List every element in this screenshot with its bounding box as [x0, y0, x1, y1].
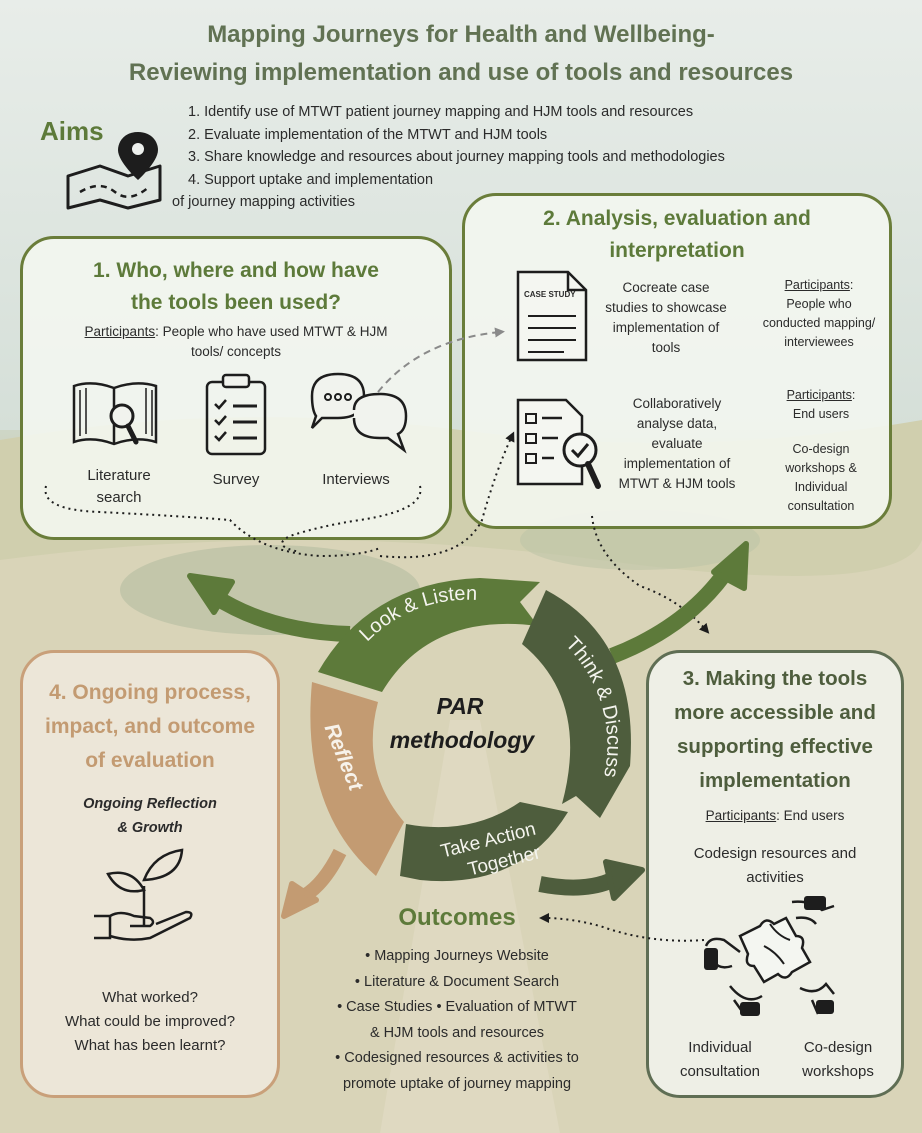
clipboard-checklist-icon — [205, 373, 267, 456]
box2-row2-extra: Co-design — [792, 442, 850, 456]
box2-row2-line: implementation of — [623, 456, 731, 471]
box2-row2-extra: Individual — [794, 480, 848, 494]
box2-heading-line2: interpretation — [609, 239, 745, 262]
box1-participants-text2: tools/ concepts — [190, 344, 282, 359]
box4-question: What could be improved? — [64, 1013, 236, 1030]
box2-row2-line: Collaboratively — [632, 396, 722, 411]
box3-heading-line: 3. Making the tools — [682, 667, 868, 690]
box2-row2-participants-label: Participants — [786, 388, 852, 402]
box2-heading-line1: 2. Analysis, evaluation and — [543, 207, 811, 230]
book-magnifier-icon — [72, 382, 158, 446]
outcome-item: promote uptake of journey mapping — [342, 1075, 572, 1092]
box2-row2-line: analyse data, — [636, 416, 718, 431]
outcome-item: • Codesigned resources & activities to — [335, 1050, 579, 1066]
aims-heading: Aims — [40, 116, 104, 146]
box1-heading-line2: the tools been used? — [130, 291, 342, 314]
box1-heading-line1: 1. Who, where and how have — [93, 259, 379, 282]
box2-row1-participant: interviewees — [784, 335, 854, 349]
box3-participants-label: Participants — [705, 808, 777, 823]
box4-subheading: & Growth — [117, 820, 183, 836]
puzzle-hands-icon — [704, 896, 835, 1016]
box3-heading-line: implementation — [699, 769, 851, 792]
box4-subheading: Ongoing Reflection — [83, 796, 217, 812]
case-study-label: CASE STUDY — [524, 290, 576, 299]
outcome-item: • Case Studies • Evaluation of MTWT — [337, 999, 577, 1015]
aims-list: 1. Identify use of MTWT patient journey … — [172, 101, 725, 214]
method-interviews: Interviews — [322, 471, 390, 488]
box4-heading-line: of evaluation — [85, 749, 215, 772]
box3-codesign: activities — [746, 869, 804, 886]
method-literature: Literature — [87, 467, 151, 484]
box2-row1-participant: conducted mapping/ — [762, 316, 876, 330]
outcomes-heading: Outcomes — [398, 904, 516, 931]
box2-row1-line: tools — [651, 340, 681, 355]
box3-bottom-left: Individual — [688, 1039, 752, 1056]
box2-row2-participant: End users — [792, 407, 850, 421]
outcome-item: • Mapping Journeys Website — [365, 948, 549, 964]
box3-codesign: Codesign resources and — [693, 845, 857, 862]
checklist-magnifier-icon — [516, 398, 601, 489]
aims-item: 3. Share knowledge and resources about j… — [188, 149, 725, 165]
aims-item: 2. Evaluate implementation of the MTWT a… — [188, 126, 548, 143]
box-making-tools-accessible — [646, 650, 904, 1098]
box4-heading-line: impact, and outcome — [44, 715, 256, 738]
box4-question: What has been learnt? — [74, 1037, 226, 1054]
aims-item: of journey mapping activities — [172, 194, 355, 210]
box2-row2-extra: consultation — [787, 499, 855, 513]
method-literature-search: search — [96, 489, 142, 506]
page-title-line2: Reviewing implementation and use of tool… — [128, 59, 794, 86]
aims-item: 1. Identify use of MTWT patient journey … — [188, 104, 694, 120]
outcome-item: & HJM tools and resources — [369, 1024, 545, 1041]
box4-heading-line: 4. Ongoing process, — [49, 681, 251, 704]
box2-row2-extra: workshops & — [785, 461, 857, 475]
box3-participants-text: : End users — [776, 808, 845, 823]
box3-heading-line: supporting effective — [677, 735, 873, 758]
box1-participants-label: Participants — [84, 324, 156, 339]
speech-bubbles-icon — [310, 372, 408, 454]
outcome-item: • Literature & Document Search — [354, 973, 560, 990]
box-ongoing-process — [20, 650, 280, 1098]
method-survey: Survey — [212, 471, 260, 488]
box2-row1-participants-label: Participants — [784, 278, 850, 292]
box2-row1-line: Cocreate case — [622, 280, 710, 295]
box2-row2-line: MTWT & HJM tools — [618, 476, 736, 491]
box3-heading-line: more accessible and — [674, 701, 876, 724]
box2-row1-participant: People who — [786, 297, 852, 311]
box2-row1-line: studies to showcase — [605, 300, 727, 315]
box1-participants-text: : People who have used MTWT & HJM — [155, 324, 388, 339]
aims-item: 4. Support uptake and implementation — [188, 171, 434, 188]
box3-bottom-right: workshops — [802, 1063, 874, 1080]
box3-bottom-left: consultation — [679, 1063, 761, 1080]
box2-row1-line: implementation of — [612, 320, 720, 335]
map-pin-icon — [66, 132, 162, 210]
box4-question: What worked? — [102, 989, 198, 1006]
box2-row2-line: evaluate — [651, 436, 703, 451]
box3-bottom-right: Co-design — [803, 1039, 873, 1056]
page-title-line1: Mapping Journeys for Health and Wellbein… — [207, 21, 715, 48]
plant-hand-icon — [94, 848, 193, 941]
case-study-document-icon — [516, 270, 588, 362]
